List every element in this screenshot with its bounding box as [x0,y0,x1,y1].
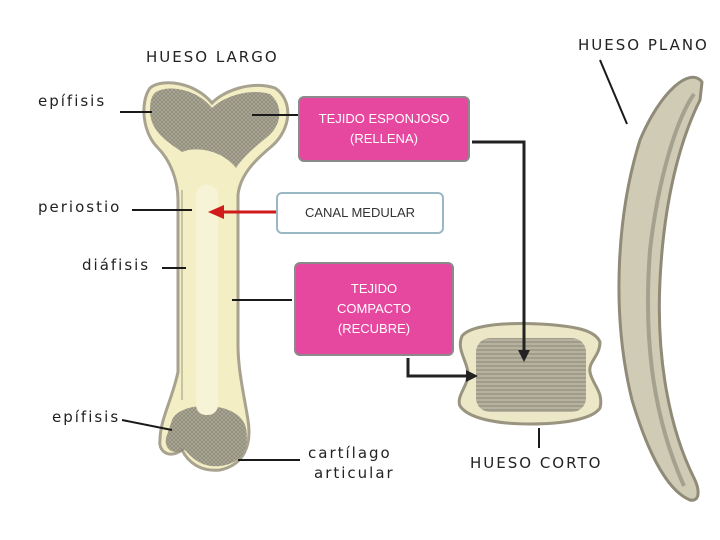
label-periosteum: periostio [38,198,122,216]
bottom-epiphysis-spongy [165,405,247,467]
connector-arrows [406,140,530,382]
flat-bone [617,75,704,502]
box-compact-tissue: TEJIDO COMPACTO (RECUBRE) [294,262,454,356]
box-compact-line1: TEJIDO [350,281,398,296]
compact-connector [406,358,468,378]
short-bone [457,322,603,426]
label-cartilage-line1: cartílago [308,444,392,462]
flat-bone-inner [645,92,696,487]
title-short-bone: HUESO CORTO [470,454,603,472]
box-medullary-line1: CANAL MEDULAR [304,205,416,220]
box-spongy-line2: (RELLENA) [350,131,418,146]
leader-epiphysis-bottom [121,419,173,431]
box-compact-line2: COMPACTO [337,301,411,316]
label-epiphysis-top: epífisis [38,92,107,110]
title-long-bone: HUESO LARGO [146,48,279,66]
title-flat-bone: HUESO PLANO [578,36,709,54]
label-epiphysis-bottom: epífisis [52,408,121,426]
spongy-connector [472,140,526,352]
leader-lines [120,59,628,461]
leader-flat-bone [599,59,628,125]
label-cartilage-line2: articular [314,464,395,482]
top-epiphysis-spongy [150,88,280,168]
short-bone-spongy [476,338,586,412]
medullary-canal [196,185,218,415]
box-compact-line3: (RECUBRE) [337,321,411,336]
box-medullary-canal: CANAL MEDULAR [276,192,444,234]
long-bone [142,81,290,472]
box-spongy-line1: TEJIDO ESPONJOSO [318,111,450,126]
flat-bone-shape [617,75,704,502]
box-spongy-tissue: TEJIDO ESPONJOSO (RELLENA) [298,96,470,162]
label-diaphysis: diáfisis [82,256,151,274]
medullary-arrow [208,205,276,219]
